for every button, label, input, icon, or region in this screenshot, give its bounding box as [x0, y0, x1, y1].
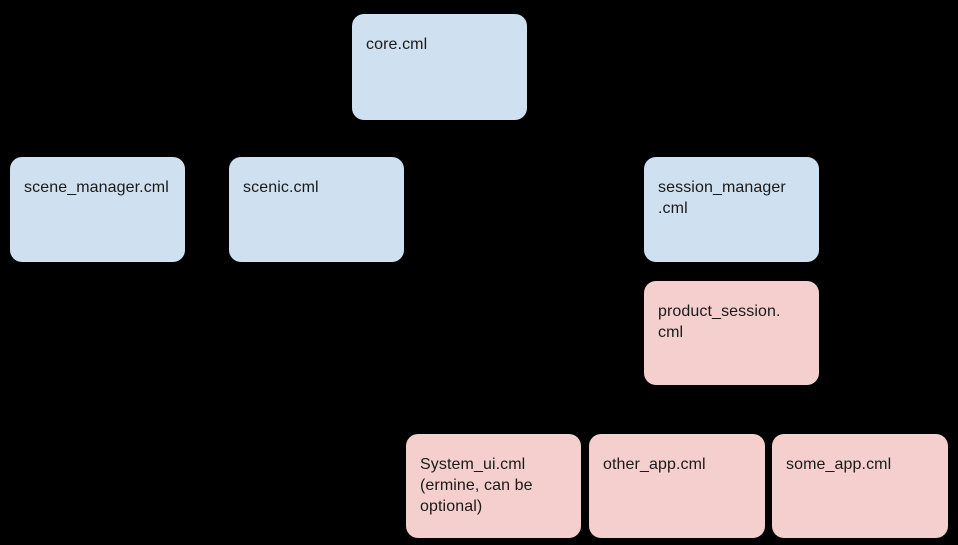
node-label: scenic.cml	[243, 179, 319, 196]
node-label: other_app.cml	[603, 456, 706, 473]
node-system_ui[interactable]: System_ui.cml (ermine, can be optional)	[406, 434, 581, 538]
node-core[interactable]: core.cml	[352, 14, 527, 120]
node-label: product_session. cml	[658, 303, 781, 341]
node-scene_manager[interactable]: scene_manager.cml	[10, 157, 185, 262]
node-scenic[interactable]: scenic.cml	[229, 157, 404, 262]
node-label: System_ui.cml (ermine, can be optional)	[420, 456, 533, 515]
node-label: some_app.cml	[786, 456, 892, 473]
node-label: session_manager .cml	[658, 179, 786, 217]
node-some_app[interactable]: some_app.cml	[772, 434, 948, 538]
node-session_manager[interactable]: session_manager .cml	[644, 157, 819, 262]
node-label: core.cml	[366, 36, 428, 53]
node-other_app[interactable]: other_app.cml	[589, 434, 765, 538]
node-label: scene_manager.cml	[24, 179, 169, 196]
node-product_session[interactable]: product_session. cml	[644, 281, 819, 385]
